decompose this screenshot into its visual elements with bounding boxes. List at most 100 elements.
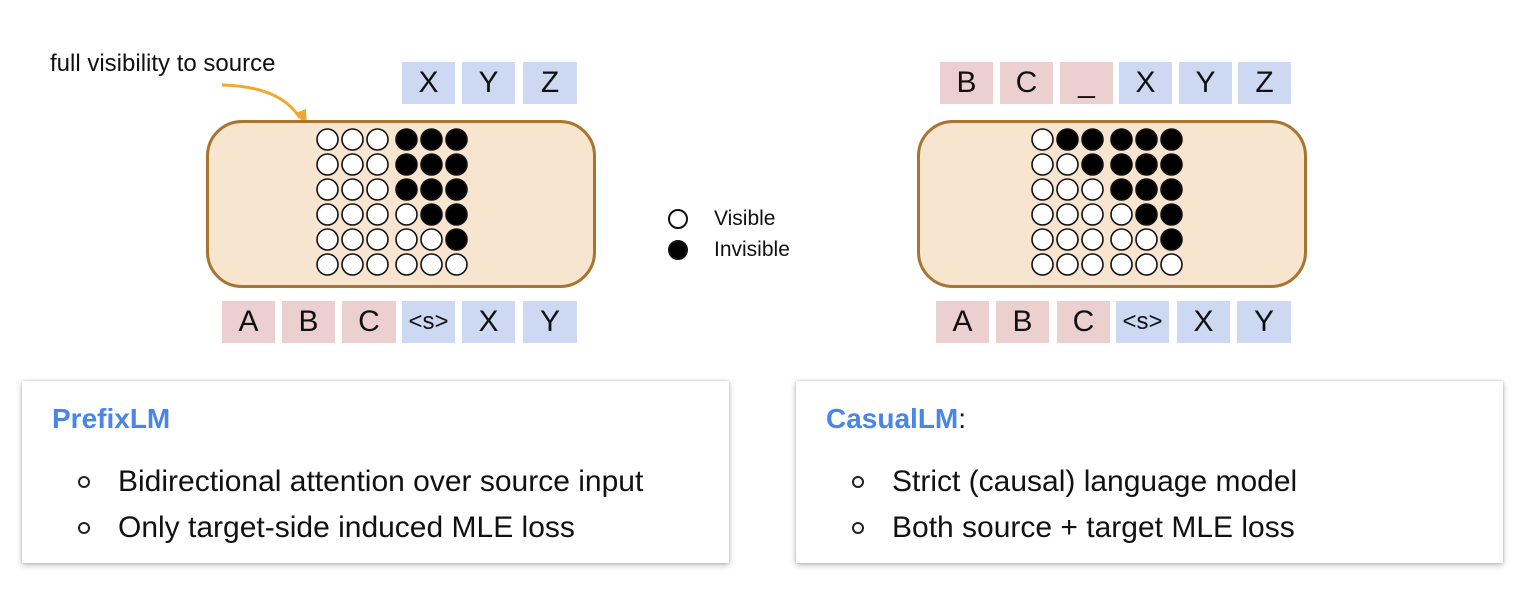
right-bottom-token-y: Y [1237, 301, 1291, 343]
left-matrix-cell-invisible [420, 153, 443, 176]
right-matrix-cell-visible [1031, 153, 1054, 176]
right-matrix-cell-visible [1056, 178, 1079, 201]
left-matrix-cell-visible [316, 228, 339, 251]
left-bottom-token-s: <s> [402, 301, 455, 343]
right-bottom-token-c: C [1057, 301, 1110, 343]
right-matrix-cell-visible [1056, 203, 1079, 226]
left-top-token-z: Z [523, 62, 577, 104]
right-bottom-token-a: A [936, 301, 989, 343]
causallm-card: CasualLM: Strict (causal) language model… [796, 381, 1503, 563]
left-matrix-cell-visible [395, 228, 418, 251]
right-top-token-z: Z [1238, 62, 1291, 104]
left-matrix-cell-visible [316, 128, 339, 151]
right-matrix-cell-invisible [1081, 153, 1104, 176]
left-bottom-token-a: A [222, 301, 275, 343]
left-bottom-token-b: B [282, 301, 335, 343]
right-matrix-cell-visible [1110, 253, 1133, 276]
right-matrix-cell-visible [1056, 228, 1079, 251]
left-matrix-cell-invisible [445, 128, 468, 151]
visible-circle-icon [668, 209, 688, 229]
left-matrix-cell-visible [316, 203, 339, 226]
right-matrix-cell-visible [1081, 228, 1104, 251]
prefixlm-title: PrefixLM [52, 403, 171, 434]
right-attention-panel [917, 120, 1307, 288]
left-matrix-cell-visible [341, 128, 364, 151]
legend-visible-label: Visible [714, 207, 776, 230]
annotation-full-visibility: full visibility to source [50, 50, 276, 77]
left-matrix-cell-visible [316, 178, 339, 201]
left-matrix-cell-invisible [395, 153, 418, 176]
right-matrix-cell-visible [1135, 228, 1158, 251]
right-matrix-cell-invisible [1110, 128, 1133, 151]
left-matrix-cell-invisible [420, 203, 443, 226]
right-bottom-token-s: <s> [1116, 301, 1169, 343]
left-matrix-cell-visible [366, 203, 389, 226]
bullet-icon [78, 476, 90, 488]
left-bottom-token-c: C [342, 301, 396, 343]
left-matrix-cell-visible [366, 253, 389, 276]
list-item-text: Bidirectional attention over source inpu… [118, 465, 644, 498]
left-matrix-cell-invisible [445, 203, 468, 226]
left-matrix-cell-visible [341, 153, 364, 176]
causallm-title-colon: : [958, 403, 967, 434]
right-matrix-cell-invisible [1160, 203, 1183, 226]
legend-invisible-label: Invisible [714, 238, 790, 261]
right-matrix-cell-invisible [1135, 153, 1158, 176]
left-matrix-cell-invisible [395, 128, 418, 151]
right-matrix-cell-invisible [1110, 153, 1133, 176]
left-matrix-cell-visible [395, 203, 418, 226]
left-top-token-x: X [402, 62, 455, 104]
right-matrix-cell-visible [1081, 203, 1104, 226]
right-matrix-cell-visible [1081, 178, 1104, 201]
right-matrix-cell-visible [1031, 228, 1054, 251]
left-matrix-cell-visible [316, 253, 339, 276]
right-top-token-x: X [1119, 62, 1172, 104]
left-matrix-cell-visible [366, 153, 389, 176]
right-matrix-cell-invisible [1160, 228, 1183, 251]
right-matrix-cell-visible [1110, 228, 1133, 251]
right-matrix-cell-visible [1135, 253, 1158, 276]
left-matrix-cell-invisible [420, 128, 443, 151]
left-attention-matrix [316, 128, 468, 276]
legend-invisible: Invisible [668, 238, 790, 262]
right-matrix-cell-invisible [1135, 128, 1158, 151]
left-matrix-cell-visible [445, 253, 468, 276]
left-bottom-token-y: Y [523, 301, 577, 343]
list-item-text: Both source + target MLE loss [892, 511, 1295, 544]
right-matrix-cell-invisible [1056, 128, 1079, 151]
left-matrix-cell-visible [341, 203, 364, 226]
right-matrix-cell-invisible [1160, 153, 1183, 176]
left-matrix-cell-visible [420, 253, 443, 276]
causallm-title: CasualLM [826, 403, 959, 434]
left-matrix-cell-visible [395, 253, 418, 276]
right-attention-matrix [1031, 128, 1183, 276]
right-top-token-c: C [1000, 62, 1053, 104]
list-item: Bidirectional attention over source inpu… [52, 459, 729, 505]
legend-visible: Visible [668, 207, 775, 231]
left-matrix-cell-visible [366, 178, 389, 201]
left-matrix-cell-invisible [445, 153, 468, 176]
list-item: Only target-side induced MLE loss [52, 505, 729, 551]
right-matrix-cell-invisible [1135, 178, 1158, 201]
right-top-token-blank: _ [1060, 62, 1113, 104]
prefixlm-card: PrefixLM Bidirectional attention over so… [22, 381, 729, 563]
right-top-token-b: B [940, 62, 993, 104]
left-matrix-cell-invisible [420, 178, 443, 201]
right-matrix-cell-invisible [1135, 203, 1158, 226]
bullet-icon [852, 522, 864, 534]
right-matrix-cell-invisible [1160, 178, 1183, 201]
invisible-circle-icon [668, 240, 688, 260]
left-matrix-cell-visible [366, 228, 389, 251]
right-matrix-cell-visible [1031, 178, 1054, 201]
causallm-list: Strict (causal) language model Both sour… [826, 459, 1503, 551]
right-matrix-cell-visible [1031, 128, 1054, 151]
left-matrix-cell-invisible [445, 178, 468, 201]
left-bottom-token-x: X [462, 301, 515, 343]
bullet-icon [78, 522, 90, 534]
list-item: Strict (causal) language model [826, 459, 1503, 505]
causallm-title-row: CasualLM: [826, 401, 1503, 437]
list-item-text: Only target-side induced MLE loss [118, 511, 575, 544]
right-matrix-cell-invisible [1081, 128, 1104, 151]
left-matrix-cell-visible [341, 178, 364, 201]
right-bottom-token-b: B [996, 301, 1049, 343]
